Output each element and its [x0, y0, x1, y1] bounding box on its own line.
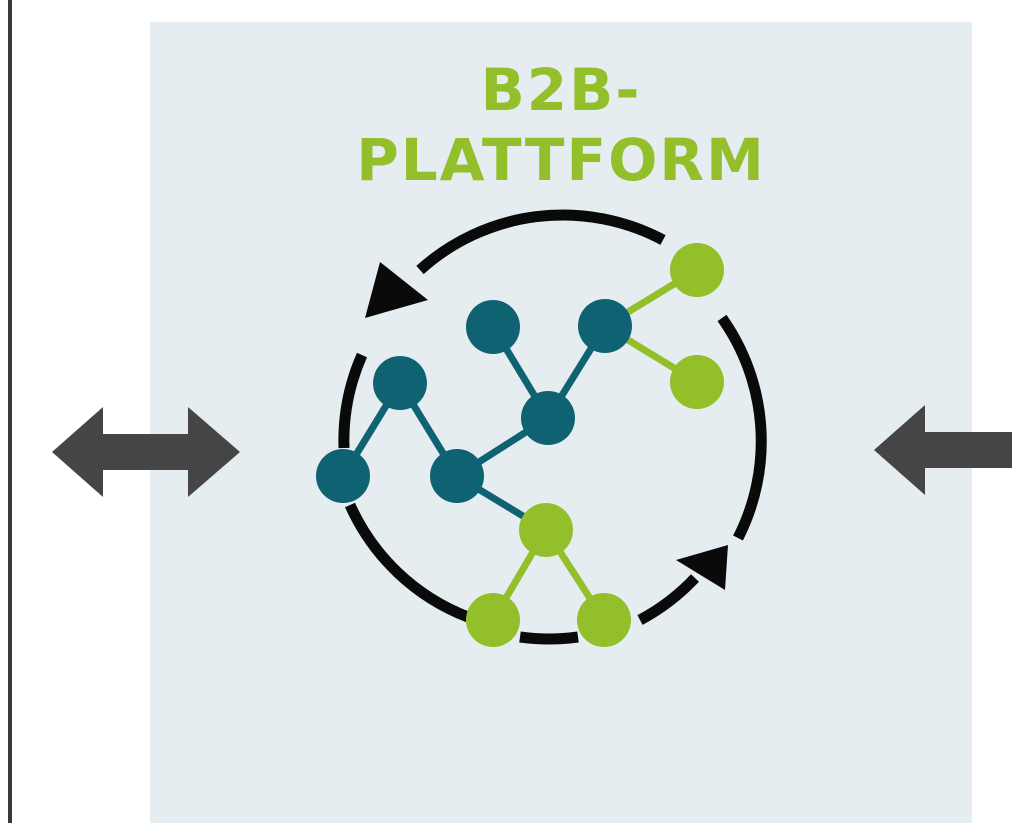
platform-title-line1: B2B- — [480, 56, 642, 124]
platform-title: B2B- PLATTFORM — [150, 55, 972, 195]
cycle-arc-left — [338, 352, 368, 449]
double-arrow-left-icon — [52, 407, 240, 497]
cycle-arc-bottom-left — [344, 502, 470, 623]
teal-nodes — [316, 299, 632, 503]
cycle-arc-bottom — [519, 631, 579, 645]
platform-title-line2: PLATTFORM — [356, 126, 766, 194]
double-arrow-right-icon — [874, 405, 1012, 495]
cycle-arrowhead-bottom — [676, 545, 728, 590]
cycle-arrowhead-top — [365, 262, 428, 318]
cycle-arc-right — [717, 314, 767, 541]
left-border-line — [8, 0, 12, 823]
cycle-arc-bottom-right — [637, 574, 700, 625]
green-nodes — [466, 243, 724, 647]
cycle-arrows-icon — [338, 209, 767, 645]
network-nodes-icon — [316, 243, 724, 647]
cycle-arc-top — [416, 209, 666, 275]
